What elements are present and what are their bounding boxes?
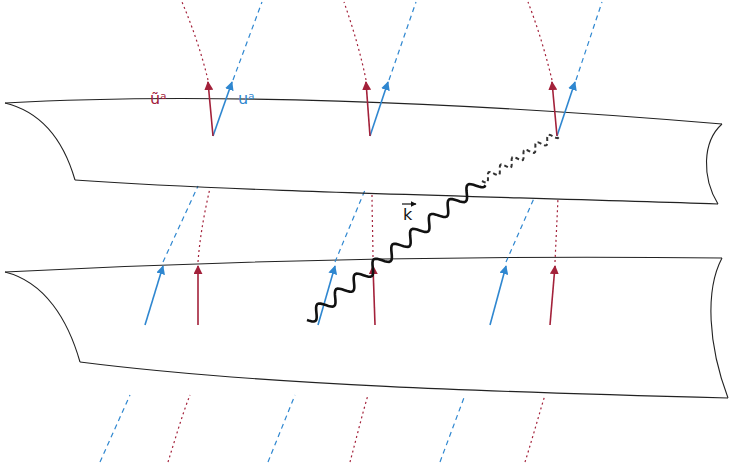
wave-vector-label: k <box>403 206 412 224</box>
wave-solid <box>307 184 485 321</box>
vector-arrow <box>402 203 416 204</box>
wave-vector-photon <box>307 135 559 322</box>
worldlines-top <box>182 2 602 80</box>
four-velocity-arrows-lower <box>145 266 555 325</box>
worldlines-bottom <box>100 395 545 462</box>
wave-hidden <box>482 135 559 183</box>
four-velocity-arrows-upper <box>208 82 575 136</box>
velocity-label: uᵃ <box>238 90 254 108</box>
lower-hypersurface <box>5 257 728 398</box>
upper-hypersurface <box>5 99 722 204</box>
velocity-label: ũᵃ <box>150 90 166 108</box>
